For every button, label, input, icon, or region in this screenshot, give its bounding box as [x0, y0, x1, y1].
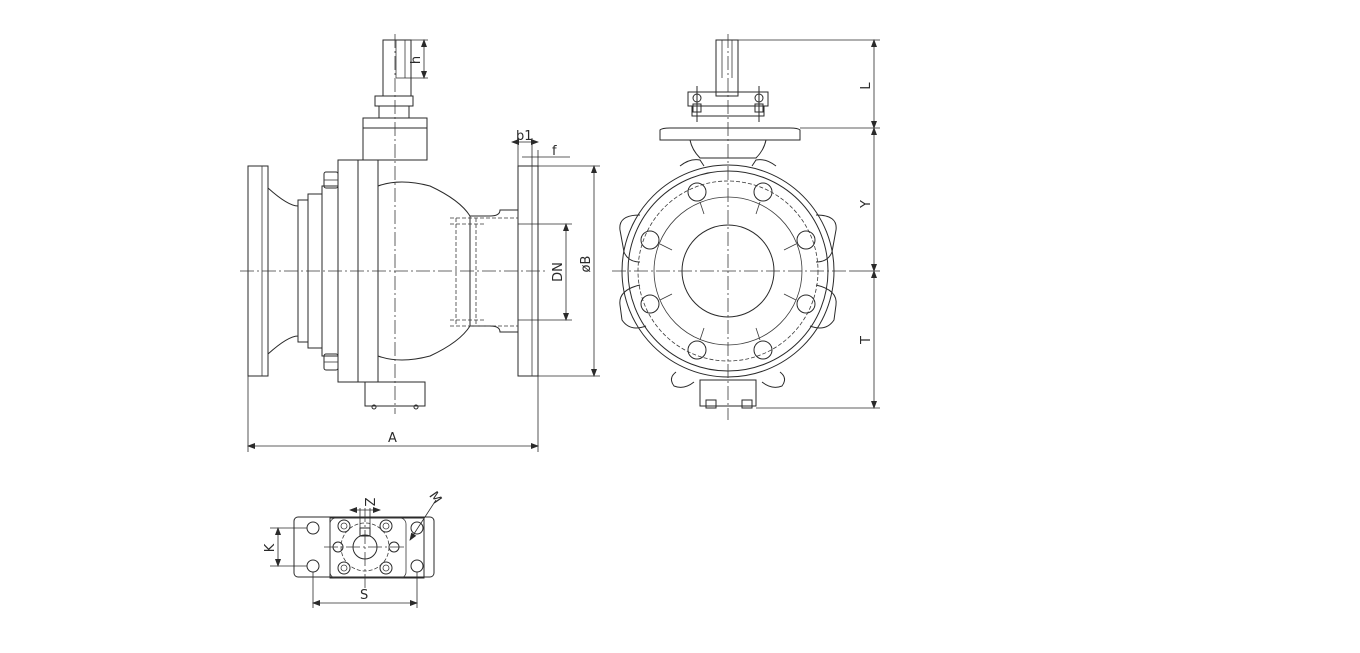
dim-label-Z: Z — [361, 498, 376, 507]
dim-label-S: S — [360, 588, 368, 603]
side-view — [240, 34, 548, 414]
end-view — [612, 34, 850, 420]
side-view-dimensions: h b1 f DN øB A — [247, 39, 600, 452]
dim-label-B: øB — [579, 256, 594, 273]
dim-label-L: L — [859, 82, 874, 90]
end-view-dimensions: L Y T — [738, 39, 880, 409]
dim-label-M: M — [426, 489, 445, 507]
dim-label-b1: b1 — [516, 129, 533, 144]
dim-label-f: f — [552, 144, 557, 159]
dim-label-DN: DN — [551, 262, 566, 282]
dim-label-Y: Y — [859, 200, 874, 209]
mounting-pad-view — [293, 508, 435, 590]
dim-label-T: T — [859, 336, 874, 345]
dim-label-K: K — [263, 543, 278, 552]
dim-label-A: A — [388, 431, 397, 446]
dim-label-h: h — [409, 56, 424, 64]
mounting-pad-dimensions: Z M K S — [263, 489, 444, 608]
